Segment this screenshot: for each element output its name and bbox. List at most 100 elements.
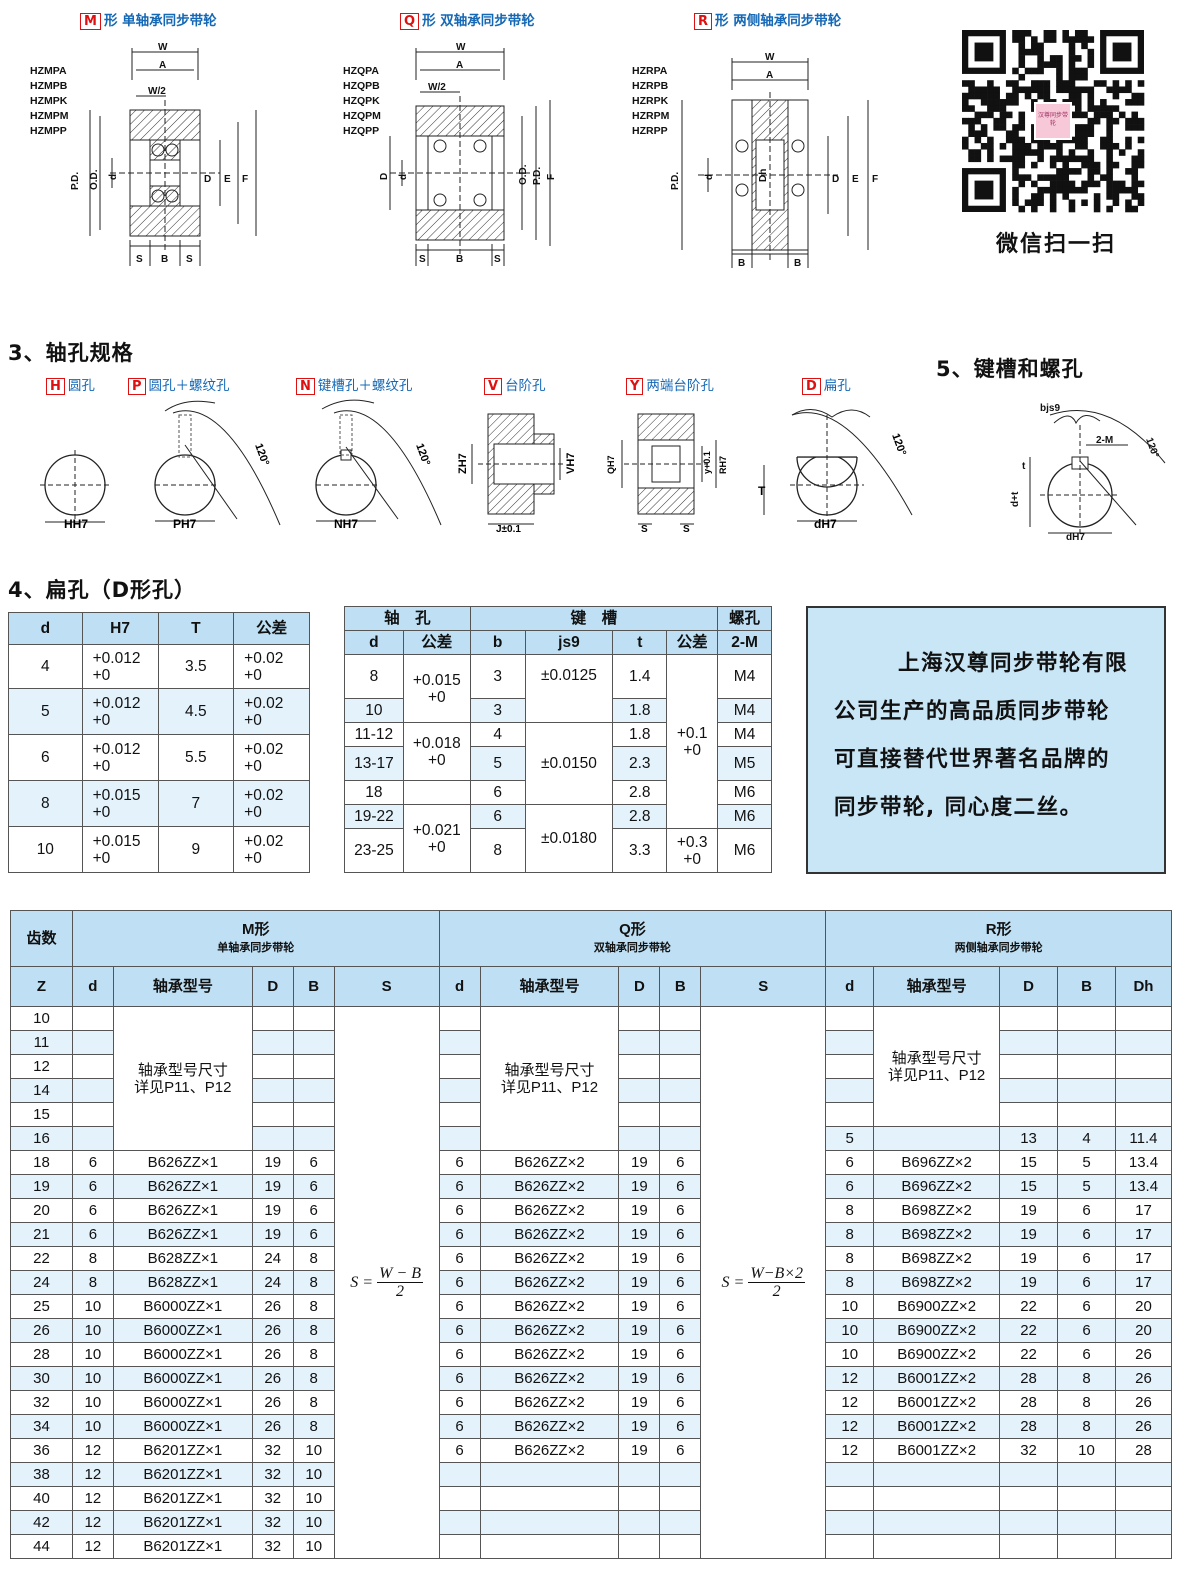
- table-cell: [873, 1462, 1001, 1487]
- dim-w: W: [158, 42, 168, 53]
- col-tol: 公差: [402, 630, 471, 655]
- table-cell: 10: [8, 826, 83, 873]
- cell-t: 2.3: [612, 746, 668, 781]
- formula-lhs: S: [721, 1274, 730, 1291]
- table-cell: B626ZZ×2: [479, 1438, 620, 1463]
- table-cell: [659, 1006, 702, 1031]
- table-cell: 26: [251, 1390, 294, 1415]
- dim-s: S: [419, 254, 426, 265]
- table-cell: 19: [999, 1222, 1059, 1247]
- table-cell: 19: [618, 1246, 661, 1271]
- table-cell: B626ZZ×2: [479, 1150, 620, 1175]
- table-cell: 6: [1057, 1270, 1116, 1295]
- col-d: d: [8, 612, 83, 645]
- dim-d: d: [704, 174, 715, 180]
- table-cell: 6: [659, 1366, 702, 1391]
- table-cell: [825, 1102, 875, 1127]
- column-header: S: [700, 966, 827, 1007]
- table-cell: 10: [71, 1366, 114, 1391]
- table-cell: [618, 1054, 661, 1079]
- table-cell: 20: [1114, 1294, 1173, 1319]
- cell-tol-empty: [402, 780, 471, 805]
- table-cell: [873, 1534, 1001, 1559]
- table-cell: [438, 1510, 481, 1535]
- table-cell: 10: [292, 1462, 335, 1487]
- table-cell: 26: [251, 1318, 294, 1343]
- table-cell: [479, 1486, 620, 1511]
- group-r: R形两侧轴承同步带轮: [825, 910, 1172, 967]
- table-cell: 5: [8, 688, 83, 735]
- table-cell: 10: [825, 1342, 875, 1367]
- cell-d: 11-12: [344, 722, 404, 747]
- column-header: Dh: [1114, 966, 1173, 1007]
- dim-w: W: [765, 52, 775, 63]
- group-r-sub: 两侧轴承同步带轮: [954, 941, 1043, 954]
- table-cell: 6: [659, 1294, 702, 1319]
- table-cell: [1057, 1078, 1116, 1103]
- table-cell: 32: [999, 1438, 1059, 1463]
- cell-t: 3.3: [612, 828, 668, 873]
- dim-t: t: [1022, 461, 1026, 472]
- table-cell: 6: [1057, 1342, 1116, 1367]
- column-header: 轴承型号: [112, 966, 253, 1007]
- dim-b: B: [738, 258, 745, 269]
- table-cell: 19: [618, 1270, 661, 1295]
- table-cell: [251, 1078, 294, 1103]
- table-cell: [292, 1006, 335, 1031]
- col-t: T: [157, 612, 235, 645]
- table-cell: [618, 1126, 661, 1151]
- col-js9: js9: [524, 630, 614, 655]
- table-cell: [71, 1030, 114, 1055]
- table-cell: [1057, 1534, 1116, 1559]
- table-cell: 19: [10, 1174, 73, 1199]
- table-cell: B6000ZZ×1: [112, 1414, 253, 1439]
- table-cell: 12: [71, 1510, 114, 1535]
- table-cell: +0.012 +0: [81, 734, 159, 781]
- hole-d-tag: D: [802, 378, 821, 395]
- dim-dh7: dH7: [1066, 532, 1085, 543]
- table-cell: [618, 1102, 661, 1127]
- table-cell: 6: [292, 1198, 335, 1223]
- qr-code[interactable]: 汉尊同步带轮: [962, 30, 1145, 213]
- table-cell: 4.5: [157, 688, 235, 735]
- qr-logo-text: 汉尊同步带轮: [1037, 112, 1068, 127]
- note-line: 公司生产的高品质同步带轮: [834, 699, 1111, 724]
- table-cell: +0.012 +0: [81, 644, 159, 689]
- table-cell: 26: [10, 1318, 73, 1343]
- table-cell: [438, 1534, 481, 1559]
- table-cell: 6: [438, 1150, 481, 1175]
- table-cell: 19: [999, 1246, 1059, 1271]
- type-m-tag: M: [80, 13, 101, 30]
- table-cell: B6000ZZ×1: [112, 1294, 253, 1319]
- table-cell: B628ZZ×1: [112, 1270, 253, 1295]
- table-cell: 15: [10, 1102, 73, 1127]
- table-cell: B6201ZZ×1: [112, 1486, 253, 1511]
- corner-teeth: 齿数: [10, 910, 73, 967]
- table-cell: 32: [251, 1438, 294, 1463]
- hole-p-text: 圆孔＋螺纹孔: [148, 378, 230, 394]
- table-cell: 6: [438, 1270, 481, 1295]
- table-row: 11: [10, 1030, 1173, 1055]
- table-cell: 10: [71, 1414, 114, 1439]
- model-code: HZMPA: [30, 65, 67, 77]
- cell-b: 6: [469, 780, 526, 805]
- table-cell: 8: [71, 1270, 114, 1295]
- dim-b: B: [456, 254, 463, 265]
- table-cell: 6: [659, 1414, 702, 1439]
- cell-b: 3: [469, 654, 526, 699]
- bearing-note: 轴承型号尺寸 详见P11、P12: [479, 1006, 620, 1151]
- model-code: HZRPB: [632, 80, 669, 92]
- section4-title: 4、扁孔（D形孔）: [8, 578, 197, 602]
- column-header: d: [438, 966, 481, 1007]
- hole-p-tag: P: [128, 378, 146, 395]
- hole-v-drawing: ZH7 VH7 J±0.1: [457, 413, 577, 535]
- table-cell: [999, 1078, 1059, 1103]
- dim-E: E: [852, 174, 859, 185]
